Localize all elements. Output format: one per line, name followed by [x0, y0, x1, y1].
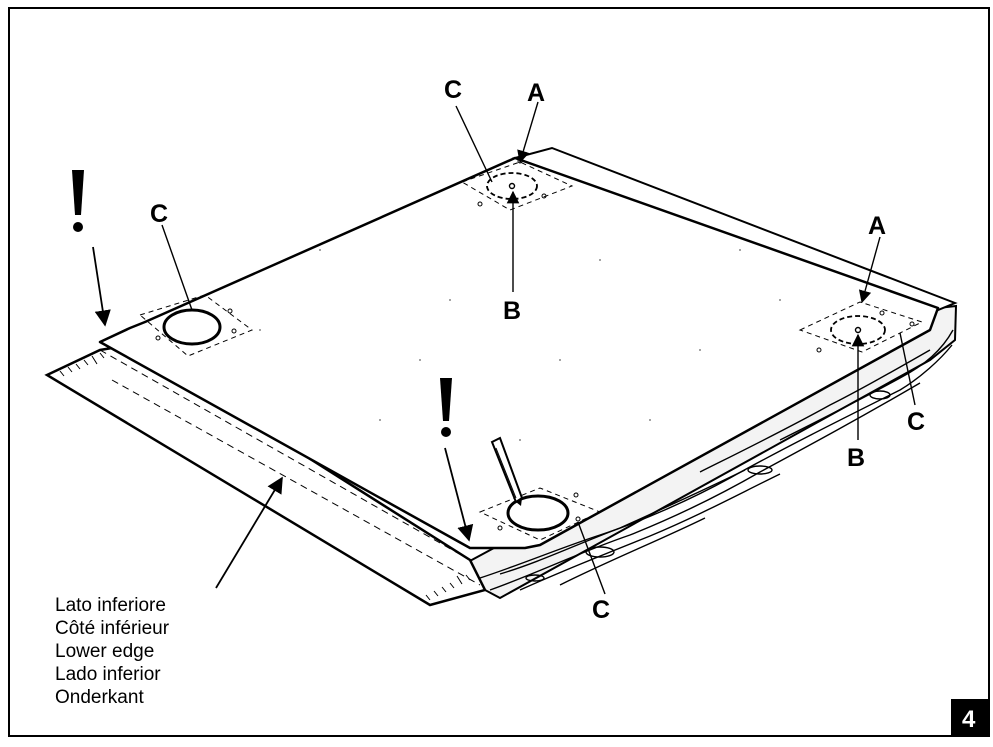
label-b-top: B: [503, 297, 521, 325]
screw-hole: [575, 516, 581, 522]
label-a-top: A: [527, 79, 545, 107]
ruler-dashed-line: [99, 349, 471, 561]
label-c-right: C: [907, 408, 925, 436]
edge-caption-it: Lato inferiore: [55, 595, 166, 616]
figure-frame: [8, 7, 990, 737]
label-c-left: C: [150, 200, 168, 228]
screw-hole: [909, 321, 915, 327]
ruler-ticks: [59, 352, 471, 601]
template-square: [478, 487, 602, 541]
cut-hole: [162, 308, 222, 346]
mount-left: [138, 294, 254, 357]
center-hole: [854, 326, 862, 334]
edge-caption: Lato inferiore Côté inférieur Lower edge…: [55, 595, 170, 708]
edge-caption-en: Lower edge: [55, 641, 154, 662]
screw-hole: [879, 310, 885, 316]
step-number: 4: [962, 706, 976, 733]
cut-hole: [506, 494, 570, 532]
screw-hole: [155, 335, 161, 341]
screw-hole: [816, 347, 822, 353]
screw-hole: [497, 525, 503, 531]
template-square: [460, 161, 574, 211]
label-a-right: A: [868, 212, 886, 240]
label-b-right: B: [847, 444, 865, 472]
warning-icon: [72, 170, 84, 232]
wood-grain: [479, 329, 954, 591]
screw-hole: [227, 308, 233, 314]
marked-circle: [486, 172, 538, 200]
mount-bottom: [478, 436, 602, 541]
edge-caption-fr: Côté inférieur: [55, 618, 170, 639]
board-top-surface: [98, 156, 940, 550]
board-speckles: [259, 249, 781, 441]
leader-lines: [92, 101, 916, 595]
pencil-icon: [490, 436, 524, 506]
center-hole: [508, 182, 516, 190]
screw-hole: [541, 193, 547, 199]
warning-icon: [440, 378, 452, 437]
label-c-top: C: [444, 76, 462, 104]
step-number-badge: 4: [951, 699, 989, 736]
edge-caption-es: Lado inferior: [55, 664, 161, 685]
screw-hole: [231, 328, 237, 334]
ruler-dashed-line-2: [111, 379, 481, 586]
lower-edge-ruler: [44, 343, 487, 607]
template-square: [798, 301, 924, 353]
screw-hole: [477, 201, 483, 207]
template-square: [138, 294, 254, 357]
label-c-bottom: C: [592, 596, 610, 624]
edge-caption-nl: Onderkant: [55, 687, 144, 708]
screw-hole: [573, 492, 579, 498]
